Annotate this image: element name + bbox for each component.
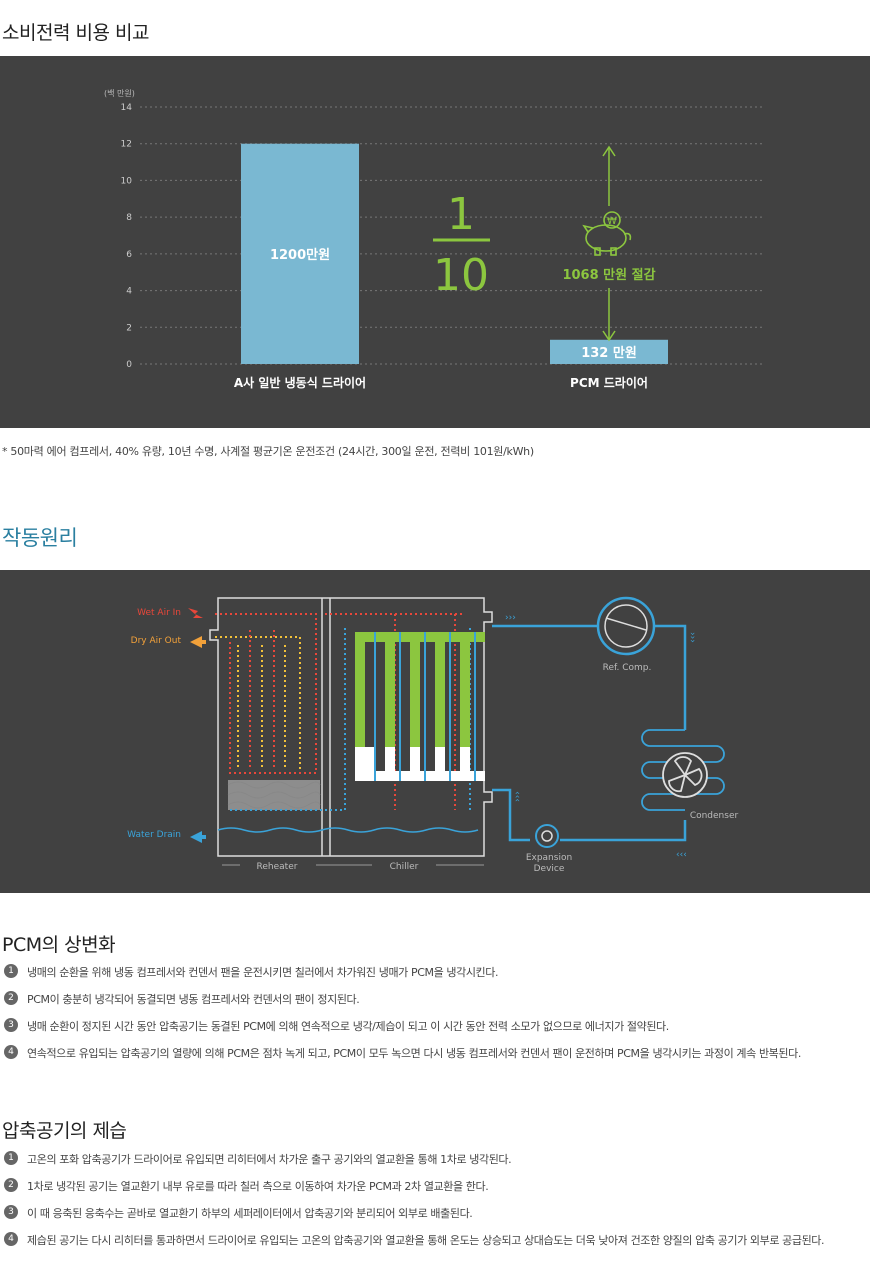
y-tick-label: 2: [126, 323, 132, 333]
step-text: 이 때 응축된 응축수는 곧바로 열교환기 하부의 세퍼레이터에서 압축공기와 …: [27, 1207, 473, 1220]
y-tick-label: 12: [121, 140, 132, 150]
svg-text:›››: ›››: [687, 632, 697, 643]
step-number-badge: 3: [4, 1018, 18, 1032]
svg-text:›››: ›››: [505, 613, 516, 623]
operating-principle-diagram: ››› ››› ‹‹‹ ››› Ref. Comp. Condenser Exp…: [0, 570, 870, 893]
chart-footnote: * 50마력 에어 컴프레서, 40% 유량, 10년 수명, 사계절 평균기온…: [2, 445, 534, 458]
svg-text:›››: ›››: [513, 791, 523, 802]
condenser-label: Condenser: [690, 811, 739, 821]
ref-comp-label: Ref. Comp.: [603, 663, 652, 673]
y-tick-label: 4: [126, 287, 132, 297]
step-text: 연속적으로 유입되는 압축공기의 열량에 의해 PCM은 점차 녹게 되고, P…: [27, 1047, 801, 1060]
dry-air-arrow: [190, 636, 206, 648]
section-title-compressed-air-dehumidification: 압축공기의 제습: [2, 1120, 127, 1142]
list-item: 4 연속적으로 유입되는 압축공기의 열량에 의해 PCM은 점차 녹게 되고, …: [4, 1044, 854, 1063]
category-label: A사 일반 냉동식 드라이어: [234, 375, 366, 390]
section-title-power-cost: 소비전력 비용 비교: [2, 22, 149, 44]
bar: [241, 143, 359, 364]
pcm-tubes: [355, 632, 485, 781]
step-number-badge: 2: [4, 991, 18, 1005]
list-item: 2 1차로 냉각된 공기는 열교환기 내부 유로를 따라 칠러 측으로 이동하여 …: [4, 1177, 854, 1196]
water-drain-arrow: [190, 831, 206, 843]
ratio-denominator: 10: [433, 250, 489, 301]
bar: [550, 339, 668, 364]
expansion-device-icon: [535, 824, 559, 848]
wet-air-in-label: Wet Air In: [137, 608, 181, 618]
bar-value-label: 1200만원: [270, 247, 330, 263]
step-number-badge: 4: [4, 1232, 18, 1246]
svg-text:‹‹‹: ‹‹‹: [676, 850, 687, 860]
list-item: 1 냉매의 순환을 위해 냉동 컴프레서와 컨덴서 팬을 운전시키면 칠러에서 차…: [4, 963, 854, 982]
step-text: 고온의 포화 압축공기가 드라이어로 유입되면 리히터에서 차가운 출구 공기와…: [27, 1153, 512, 1166]
section-title-operating-principle: 작동원리: [2, 526, 78, 550]
piggy-bank-icon: ₩: [582, 211, 632, 256]
list-item: 3 냉매 순환이 정지된 시간 동안 압축공기는 동결된 PCM에 의해 연속적으…: [4, 1017, 854, 1036]
water-surface: [217, 827, 479, 833]
water-drain-label: Water Drain: [127, 830, 181, 840]
expansion-label-1: Expansion: [526, 853, 572, 863]
y-tick-label: 0: [126, 360, 132, 370]
step-number-badge: 3: [4, 1205, 18, 1219]
svg-text:₩: ₩: [607, 216, 617, 227]
step-text: 냉매 순환이 정지된 시간 동안 압축공기는 동결된 PCM에 의해 연속적으로…: [27, 1020, 669, 1033]
step-number-badge: 2: [4, 1178, 18, 1192]
wet-air-arrow: [188, 608, 203, 618]
dry-air-out-label: Dry Air Out: [131, 636, 182, 646]
list-item: 1 고온의 포화 압축공기가 드라이어로 유입되면 리히터에서 차가운 출구 공기…: [4, 1150, 854, 1169]
compressor-icon: [596, 596, 656, 656]
y-tick-label: 14: [121, 103, 133, 113]
section-title-pcm-phase-change: PCM의 상변화: [2, 934, 116, 956]
step-text: 제습된 공기는 다시 리히터를 통과하면서 드라이어로 유입되는 고온의 압축공…: [27, 1234, 825, 1247]
expansion-label-2: Device: [534, 864, 565, 874]
chiller-label: Chiller: [390, 862, 419, 872]
list-item: 2 PCM이 충분히 냉각되어 동결되면 냉동 컴프레서와 컨덴서의 팬이 정지된…: [4, 990, 854, 1009]
dryer-housing: [209, 597, 493, 857]
bar-value-label: 132 만원: [581, 345, 637, 361]
y-axis-unit-label: (백 만원): [104, 88, 135, 98]
step-text: PCM이 충분히 냉각되어 동결되면 냉동 컴프레서와 컨덴서의 팬이 정지된다…: [27, 993, 360, 1006]
chart-bars: 1200만원 A사 일반 냉동식 드라이어 132 만원 PCM 드라이어: [234, 143, 668, 390]
category-label: PCM 드라이어: [570, 375, 648, 390]
refrigerant-loop: [492, 624, 687, 842]
y-tick-label: 6: [126, 250, 132, 260]
condenser-icon: [641, 729, 725, 811]
reheater-label: Reheater: [257, 862, 298, 872]
chart-grid: 0 2 4 6 8 10 12 14: [121, 103, 765, 370]
demister-mesh: [228, 780, 320, 810]
y-tick-label: 8: [126, 213, 132, 223]
step-number-badge: 4: [4, 1045, 18, 1059]
step-number-badge: 1: [4, 1151, 18, 1165]
list-item: 4 제습된 공기는 다시 리히터를 통과하면서 드라이어로 유입되는 고온의 압축…: [4, 1231, 854, 1250]
ratio-numerator: 1: [447, 189, 475, 240]
dehumidification-steps-list: 1 고온의 포화 압축공기가 드라이어로 유입되면 리히터에서 차가운 출구 공기…: [4, 1150, 854, 1258]
dryer-schematic: ››› ››› ‹‹‹ ››› Ref. Comp. Condenser Exp…: [127, 596, 739, 874]
pcm-steps-list: 1 냉매의 순환을 위해 냉동 컴프레서와 컨덴서 팬을 운전시키면 칠러에서 차…: [4, 963, 854, 1071]
step-text: 냉매의 순환을 위해 냉동 컴프레서와 컨덴서 팬을 운전시키면 칠러에서 차가…: [27, 966, 499, 979]
y-tick-label: 10: [121, 176, 133, 186]
list-item: 3 이 때 응축된 응축수는 곧바로 열교환기 하부의 세퍼레이터에서 압축공기와…: [4, 1204, 854, 1223]
savings-label: 1068 만원 절감: [562, 267, 655, 283]
step-text: 1차로 냉각된 공기는 열교환기 내부 유로를 따라 칠러 측으로 이동하여 차…: [27, 1180, 489, 1193]
step-number-badge: 1: [4, 964, 18, 978]
